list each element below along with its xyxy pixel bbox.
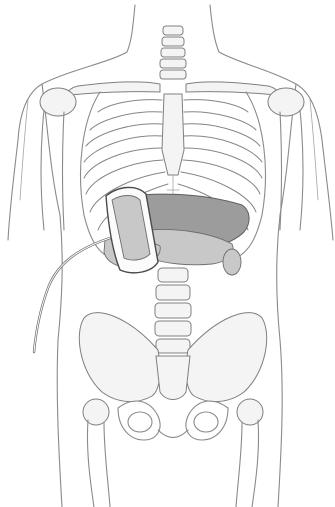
sternum (162, 94, 184, 175)
femurs (83, 399, 263, 507)
left-iliac-wing (79, 313, 160, 402)
sacrum (156, 356, 190, 400)
lumbar-spine (155, 268, 191, 353)
kidney (223, 249, 241, 275)
cervical-spine (160, 26, 186, 79)
right-iliac-wing (186, 313, 267, 402)
